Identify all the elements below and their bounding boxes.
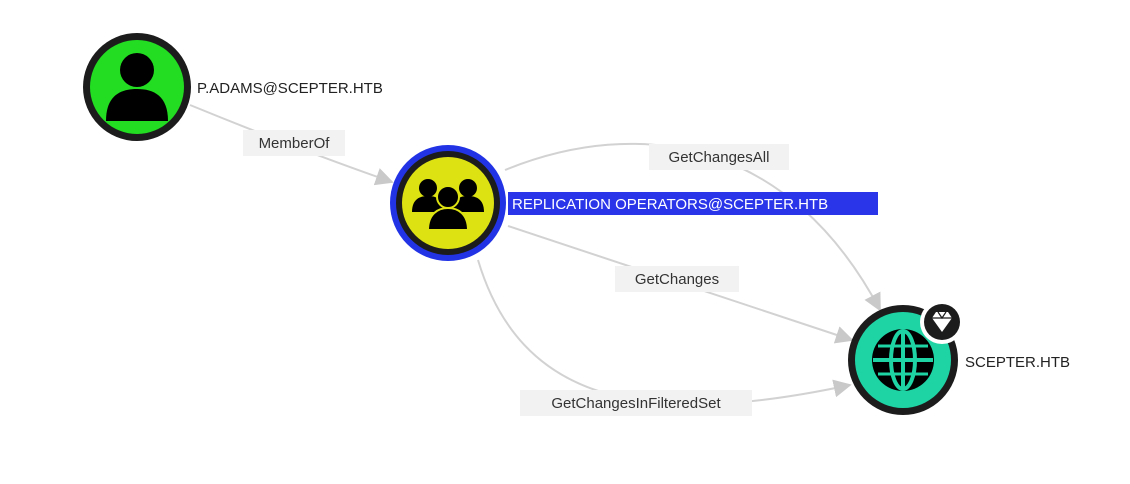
edge-label-getchangesall-text: GetChangesAll bbox=[669, 149, 770, 166]
edge-label-memberof-text: MemberOf bbox=[259, 135, 331, 152]
edge-label-getchanges-text: GetChanges bbox=[635, 271, 719, 288]
node-group-label: REPLICATION OPERATORS@SCEPTER.HTB bbox=[512, 196, 828, 213]
user-icon bbox=[106, 53, 168, 121]
node-group-label-box: REPLICATION OPERATORS@SCEPTER.HTB bbox=[508, 192, 878, 215]
node-user-label: P.ADAMS@SCEPTER.HTB bbox=[197, 80, 383, 97]
edge-label-getchangesinfilteredset: GetChangesInFilteredSet bbox=[520, 390, 752, 416]
edge-label-memberof: MemberOf bbox=[243, 130, 345, 156]
edge-label-getchanges: GetChanges bbox=[615, 266, 739, 292]
node-domain-label: SCEPTER.HTB bbox=[965, 354, 1070, 371]
group-icon bbox=[412, 179, 484, 231]
node-domain[interactable] bbox=[848, 305, 958, 415]
edge-label-getchangesinfilteredset-text: GetChangesInFilteredSet bbox=[551, 395, 721, 412]
node-group[interactable] bbox=[390, 145, 506, 261]
diamond-icon bbox=[920, 300, 964, 344]
node-user[interactable] bbox=[83, 33, 191, 141]
edge-label-getchangesall: GetChangesAll bbox=[649, 144, 789, 170]
globe-icon bbox=[872, 329, 934, 391]
